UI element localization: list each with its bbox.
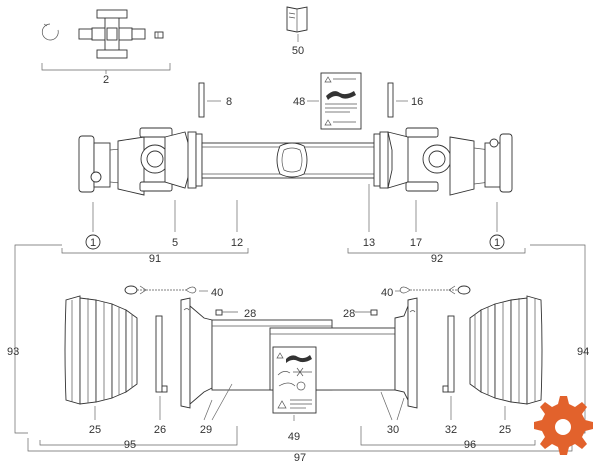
- callout-5: 5: [172, 237, 178, 249]
- callout-48: 48: [293, 96, 305, 108]
- bearing-ring-32: [442, 315, 455, 393]
- bearing-ring-26: [155, 315, 168, 393]
- callout-16: 16: [411, 96, 423, 108]
- callout-28-right: 28: [343, 308, 355, 320]
- callout-93: 93: [7, 346, 19, 358]
- callout-29: 29: [200, 424, 212, 436]
- warning-label-49: [272, 346, 317, 414]
- bracket-2: [41, 63, 171, 74]
- callout-97: 97: [294, 452, 306, 464]
- callout-25-left: 25: [89, 424, 101, 436]
- callout-50: 50: [292, 45, 304, 57]
- orange-gear-logo-icon: [534, 396, 593, 455]
- callout-28-left: 28: [244, 308, 256, 320]
- callout-32: 32: [445, 424, 457, 436]
- callout-1-right-circle: [489, 234, 505, 250]
- safety-chain-right: [399, 285, 471, 295]
- callout-30: 30: [387, 424, 399, 436]
- callout-95: 95: [124, 439, 136, 451]
- callout-2: 2: [103, 74, 109, 86]
- shaft-assembly: [78, 127, 513, 196]
- screw-right: [355, 309, 378, 316]
- callout-94: 94: [577, 346, 589, 358]
- callout-8: 8: [226, 96, 232, 108]
- callout-49: 49: [288, 431, 300, 443]
- bellows-guard-left: [64, 295, 138, 405]
- cross-journal-kit-part: [78, 9, 146, 59]
- safety-chain-left: [124, 285, 197, 295]
- guide-pin-left: [198, 82, 205, 118]
- callout-25-right: 25: [499, 424, 511, 436]
- callout-1-left-circle: [85, 234, 101, 250]
- guide-pin-right: [387, 82, 394, 118]
- callout-1-left: 1: [90, 237, 96, 249]
- callout-1-right: 1: [494, 237, 500, 249]
- circlip-part: [41, 23, 59, 41]
- callout-40-left: 40: [211, 287, 223, 299]
- callout-12: 12: [231, 237, 243, 249]
- callout-17: 17: [410, 237, 422, 249]
- bellows-guard-right: [469, 295, 543, 405]
- callout-91: 91: [149, 253, 161, 265]
- callout-26: 26: [154, 424, 166, 436]
- screw-left: [215, 309, 238, 316]
- callout-40-right: 40: [381, 287, 393, 299]
- callout-92: 92: [431, 253, 443, 265]
- callout-13: 13: [363, 237, 375, 249]
- warning-label-48: [320, 72, 362, 130]
- manual-book-icon: [286, 6, 308, 33]
- callout-96: 96: [464, 439, 476, 451]
- grease-nipple-part: [154, 31, 164, 39]
